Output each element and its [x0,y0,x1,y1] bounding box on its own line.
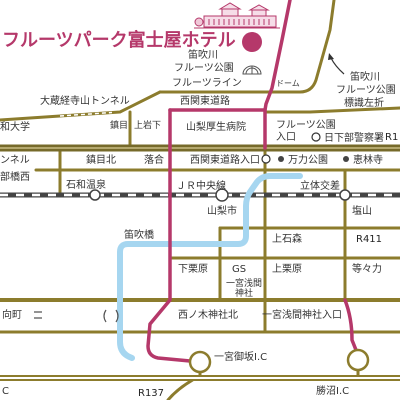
destination-marker-icon [242,32,262,52]
label-fruit-park-entrance-2: 入口 [276,132,296,143]
label-isawa-onsen: 石和温泉 [66,178,106,191]
label-manriki-park: 万力公園 [288,153,328,166]
road-tunnel [0,90,162,122]
label-route-140: R1 [385,132,398,143]
label-todoroki: 等々力 [352,262,382,275]
road-east-upper [263,106,400,114]
recommended-route [146,0,358,363]
label-sign-note-1: 笛吹川 [350,70,380,83]
label-fuefuki-park-1: 笛吹川 [188,48,218,61]
label-okurakyoji-tunnel: 大蔵経寺山トンネル [40,94,130,107]
enzan-station [339,189,351,201]
label-route-137: R137 [138,388,164,399]
tunnel-segment [59,111,113,117]
label-erinji: 恵林寺 [353,153,383,166]
label-tunnel-left: ンネル [0,154,30,166]
label-fuefuki-bridge: 笛吹橋 [124,228,154,241]
label-route-411: R411 [356,234,382,245]
label-asama-shrine-1: 一宮浅間 [226,277,262,289]
label-sign-note-3: 標識左折 [344,96,384,109]
yamanashishi-station [215,188,229,202]
label-enzan: 塩山 [352,204,372,217]
label-kamikurihara: 上栗原 [272,263,302,275]
label-nishinoki-kita: 西ノ木神社北 [178,308,238,321]
label-asama-entrance: 一宮浅間神社入口 [262,308,342,321]
label-yamanashishi: 山梨市 [207,204,237,217]
label-kamiiwashita: 上岩下 [134,119,161,131]
isawa-onsen-station [89,189,101,201]
river [117,173,303,361]
label-fruit-park-entrance-1: フルーツ公園 [276,119,336,131]
label-katsunuma-ic: 勝沼I.C [316,384,349,397]
label-nishikanto-road: 西関東道路 [180,94,230,107]
manriki-park-marker [278,156,284,162]
label-asama-shrine-2: 神社 [235,287,253,299]
katsunuma-ic-marker [346,348,370,372]
police-marker [311,132,321,142]
hotel-building-icon [194,2,280,29]
label-dome: ドーム [276,79,300,88]
label-nishikanto-entrance: 西関東道路入口 [190,153,260,166]
bridge-mark [34,309,119,323]
label-police: 日下部警察署 [324,131,384,144]
nishikanto-entrance-marker [261,154,271,164]
erinji-marker [343,156,349,162]
label-gas-station: GS [232,264,246,275]
arrow-icon [328,53,345,75]
label-kosei-hospital: 山梨厚生病院 [186,120,246,133]
label-fuefuki-park-2: フルーツ公園 [174,62,234,74]
hotel-title: フルーツパーク富士屋ホテル [2,29,236,51]
label-kamiishimori: 上石森 [272,232,302,245]
label-ichinomiya-ic: 一宮御坂I.C [214,350,267,363]
label-shimokurihara: 下栗原 [178,263,208,275]
label-left-ic: C [2,386,9,397]
label-grade-separation: 立体交差 [300,179,340,192]
ichinomiya-ic-marker [188,350,212,374]
label-jr-chuo: ＪＲ中央線 [176,179,226,192]
label-bridge-west: 部橋西 [0,170,30,183]
label-shizume: 鎮目 [110,119,128,131]
dome-icon [242,65,262,75]
label-ochiai: 落合 [144,153,164,166]
label-shizume-kita: 鎮目北 [86,153,116,166]
label-university: 和大学 [0,120,30,133]
road-fruit-line [158,0,336,94]
label-mukaimachi: 向町 [2,308,22,321]
label-fruit-line: フルーツライン [172,77,242,89]
label-sign-note-2: フルーツ公園 [336,84,396,96]
